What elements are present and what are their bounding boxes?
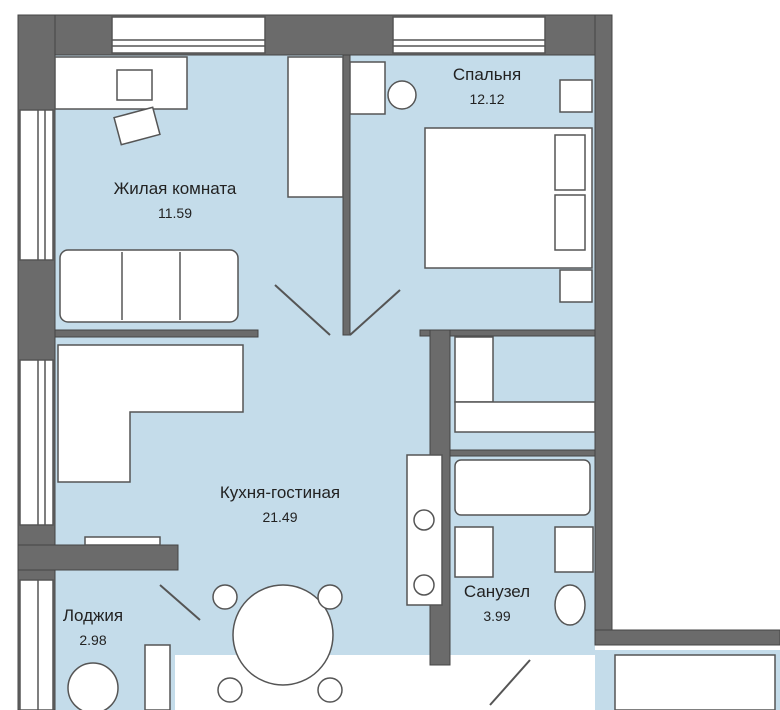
- laptop: [116, 69, 153, 101]
- sofa: [59, 249, 239, 323]
- room-living: Жилая комната 11.59: [114, 179, 237, 221]
- nightstand: [559, 79, 593, 113]
- corner-sofa: [57, 344, 244, 483]
- room-name: Лоджия: [62, 606, 124, 625]
- shoe-rack: [454, 401, 596, 433]
- plant: [387, 80, 417, 110]
- tv-stand: [84, 536, 161, 546]
- room-area: 3.99: [483, 608, 511, 624]
- sink: [554, 526, 594, 573]
- room-bathroom: Санузел 3.99: [464, 582, 530, 624]
- room-name: Санузел: [463, 582, 531, 601]
- furniture: [54, 56, 776, 710]
- room-name: Спальня: [452, 65, 522, 84]
- washer: [454, 526, 494, 578]
- chair: [113, 106, 161, 146]
- dresser: [349, 61, 386, 115]
- closet: [454, 336, 494, 403]
- room-area: 2.98: [79, 632, 107, 648]
- bathtub: [454, 459, 591, 516]
- loggia-table: [67, 662, 119, 710]
- room-area: 21.49: [262, 509, 298, 525]
- room-kitchen: Кухня-гостиная 21.49: [220, 483, 340, 525]
- dining-table: [232, 584, 334, 686]
- room-name: Кухня-гостиная: [219, 483, 341, 502]
- room-loggia: Лоджия 2.98: [63, 606, 123, 648]
- windows: [19, 16, 546, 710]
- room-bedroom: Спальня 12.12: [453, 65, 521, 107]
- doors: [159, 284, 531, 706]
- nightstand: [559, 269, 593, 303]
- wardrobe: [287, 56, 344, 198]
- room-area: 11.59: [157, 205, 192, 221]
- room-area: 12.12: [469, 91, 505, 107]
- toilet: [554, 584, 586, 626]
- room-name: Жилая комната: [113, 179, 237, 198]
